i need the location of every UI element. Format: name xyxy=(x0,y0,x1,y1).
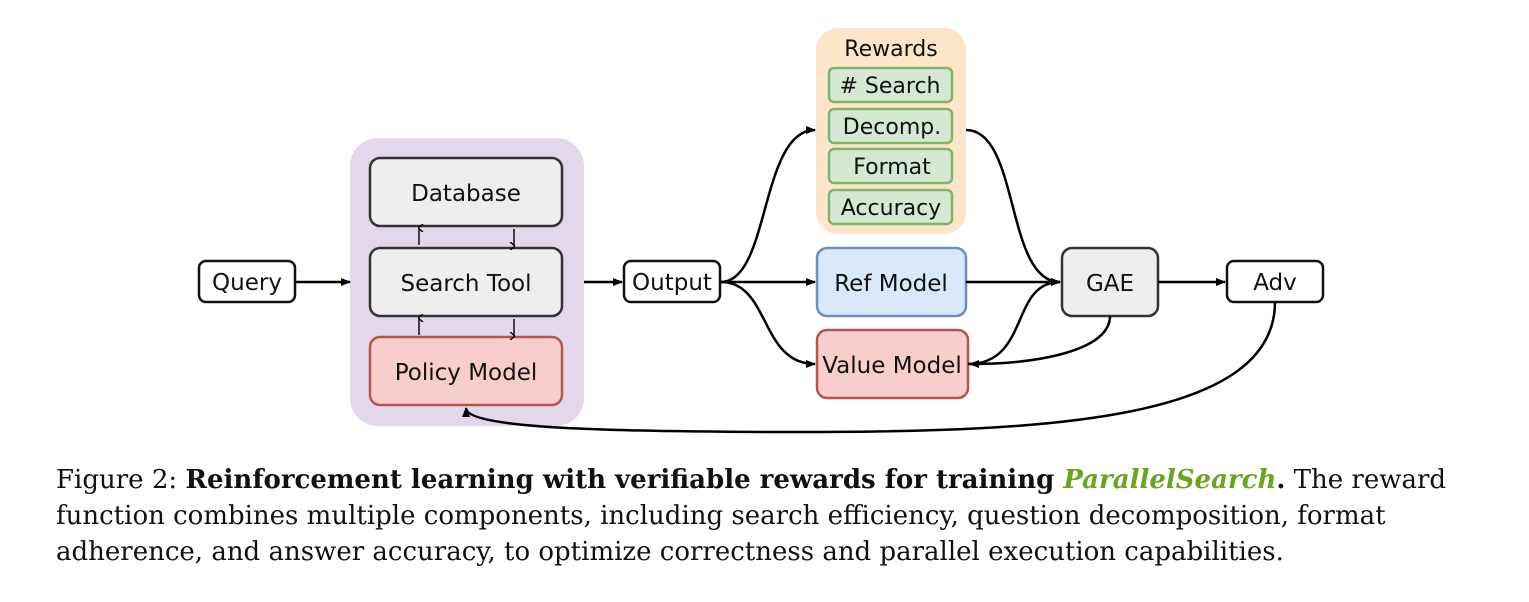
output-label: Output xyxy=(632,270,712,296)
value-model-node: Value Model xyxy=(815,328,970,400)
gae-to-value-arrow xyxy=(969,315,1112,368)
reward-accuracy-label: Accuracy xyxy=(841,196,941,221)
reward-format-item: Format xyxy=(827,147,954,185)
reward-decomp-label: Decomp. xyxy=(843,115,941,140)
search-tool-label: Search Tool xyxy=(400,271,531,297)
adv-to-policy-arrow xyxy=(462,301,1277,434)
figure-caption: Figure 2: Reinforcement learning with ve… xyxy=(56,462,1476,570)
database-label: Database xyxy=(411,181,521,207)
value-to-gae-arrow xyxy=(967,280,1061,366)
ref-model-node: Ref Model xyxy=(815,246,968,318)
caption-rest: The reward function combines multiple co… xyxy=(56,465,1447,567)
rl-training-diagram: Query Database Search Tool Policy Model … xyxy=(197,28,1325,434)
output-to-rewards-arrow xyxy=(720,126,816,284)
output-to-value-arrow xyxy=(720,280,816,368)
output-node: Output xyxy=(622,259,722,304)
policy-model-label: Policy Model xyxy=(395,360,538,386)
caption-prefix: Figure 2: xyxy=(56,465,186,495)
adv-node: Adv xyxy=(1225,259,1325,304)
caption-highlight: ParallelSearch xyxy=(1063,465,1277,495)
gae-node: GAE xyxy=(1060,246,1160,318)
ref-model-label: Ref Model xyxy=(834,271,948,297)
reward-decomp-item: Decomp. xyxy=(827,107,954,145)
gae-label: GAE xyxy=(1086,271,1134,297)
rewards-to-gae-arrow xyxy=(965,128,1061,286)
policy-model-node: Policy Model xyxy=(368,335,564,407)
adv-label: Adv xyxy=(1253,270,1297,296)
search-tool-node: Search Tool xyxy=(368,246,564,318)
reward-accuracy-item: Accuracy xyxy=(827,188,954,226)
rewards-title: Rewards xyxy=(844,37,937,62)
query-label: Query xyxy=(212,270,282,296)
value-model-label: Value Model xyxy=(822,353,962,379)
reward-search-item: # Search xyxy=(827,66,954,104)
reward-format-label: Format xyxy=(853,155,931,180)
query-node: Query xyxy=(197,259,297,304)
database-node: Database xyxy=(368,156,564,228)
reward-search-label: # Search xyxy=(839,74,940,99)
caption-bold: Reinforcement learning with verifiable r… xyxy=(185,465,1064,495)
caption-period: . xyxy=(1276,465,1286,495)
